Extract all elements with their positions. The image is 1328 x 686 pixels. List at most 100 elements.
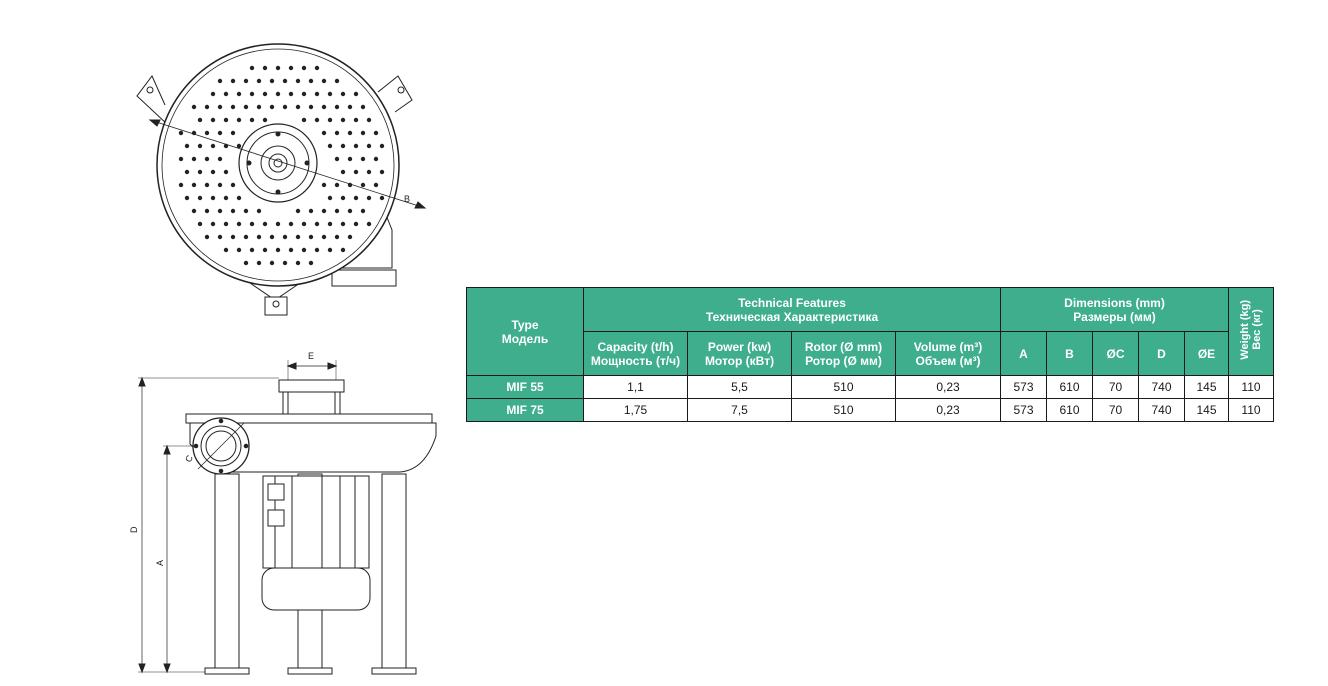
- perforation-hole: [204, 208, 210, 214]
- perforation-hole: [379, 143, 385, 149]
- perforation-hole: [204, 104, 210, 110]
- perforation-hole: [373, 130, 379, 136]
- perforation-hole: [269, 104, 275, 110]
- perforation-hole: [178, 156, 184, 162]
- dim-e-header: ØE: [1184, 331, 1229, 376]
- perforation-hole: [210, 117, 216, 123]
- perforation-hole: [308, 104, 314, 110]
- perforation-hole: [288, 247, 294, 253]
- dim-label-c: C: [183, 453, 195, 464]
- power-header: Power (kw)Мотор (кВт): [687, 331, 792, 376]
- dim-label-b: B: [404, 194, 410, 204]
- perforation-hole: [217, 182, 223, 188]
- rotor-cell: 510: [791, 375, 896, 399]
- perforation-hole: [210, 143, 216, 149]
- perforation-hole: [178, 182, 184, 188]
- power-cell: 7,5: [687, 398, 792, 422]
- perforation-hole: [334, 156, 340, 162]
- perforation-hole: [210, 169, 216, 175]
- perforation-hole: [288, 91, 294, 97]
- capacity-cell: 1,75: [583, 398, 688, 422]
- perforation-hole: [262, 91, 268, 97]
- perforation-hole: [340, 221, 346, 227]
- perforation-hole: [347, 182, 353, 188]
- perforation-hole: [321, 234, 327, 240]
- perforation-hole: [373, 156, 379, 162]
- perforation-hole: [262, 221, 268, 227]
- perforation-hole: [334, 78, 340, 84]
- model-cell: MIF 55: [466, 375, 584, 399]
- perforation-hole: [347, 234, 353, 240]
- perforation-hole: [249, 221, 255, 227]
- perforation-hole: [249, 65, 255, 71]
- dim-b-cell: 610: [1046, 375, 1093, 399]
- perforation-holes: [178, 65, 385, 266]
- perforation-hole: [360, 156, 366, 162]
- perforation-hole: [236, 221, 242, 227]
- perforation-hole: [314, 65, 320, 71]
- dim-d-cell: 740: [1138, 375, 1185, 399]
- perforation-hole: [334, 182, 340, 188]
- dim-c-cell: 70: [1092, 398, 1139, 422]
- perforation-hole: [314, 117, 320, 123]
- perforation-hole: [379, 169, 385, 175]
- perforation-hole: [243, 260, 249, 266]
- perforation-hole: [204, 156, 210, 162]
- perforation-hole: [197, 195, 203, 201]
- table-row: MIF 75 1,75 7,5 510 0,23 573 610 70 740 …: [466, 398, 1274, 422]
- perforation-hole: [262, 65, 268, 71]
- perforation-hole: [366, 221, 372, 227]
- spec-table: Type Модель Technical Features Техническ…: [466, 287, 1274, 422]
- perforation-hole: [295, 234, 301, 240]
- perforation-hole: [217, 208, 223, 214]
- perforation-hole: [236, 91, 242, 97]
- perforation-hole: [308, 234, 314, 240]
- perforation-hole: [210, 91, 216, 97]
- perforation-hole: [347, 104, 353, 110]
- perforation-hole: [321, 208, 327, 214]
- perforation-hole: [230, 78, 236, 84]
- top-view: [136, 43, 427, 316]
- dim-e-cell: 145: [1184, 398, 1229, 422]
- perforation-hole: [379, 195, 385, 201]
- perforation-hole: [230, 130, 236, 136]
- perforation-hole: [340, 143, 346, 149]
- perforation-hole: [217, 130, 223, 136]
- perforation-hole: [301, 91, 307, 97]
- perforation-hole: [197, 143, 203, 149]
- perforation-hole: [347, 156, 353, 162]
- perforation-hole: [308, 78, 314, 84]
- perforation-hole: [353, 195, 359, 201]
- perforation-hole: [262, 117, 268, 123]
- perforation-hole: [275, 247, 281, 253]
- perforation-hole: [249, 91, 255, 97]
- perforation-hole: [275, 221, 281, 227]
- perforation-hole: [230, 182, 236, 188]
- perforation-hole: [327, 195, 333, 201]
- perforation-hole: [269, 234, 275, 240]
- perforation-hole: [334, 130, 340, 136]
- perforation-hole: [191, 156, 197, 162]
- perforation-hole: [243, 234, 249, 240]
- perforation-hole: [301, 117, 307, 123]
- perforation-hole: [353, 91, 359, 97]
- perforation-hole: [275, 91, 281, 97]
- perforation-hole: [256, 78, 262, 84]
- perforation-hole: [269, 78, 275, 84]
- perforation-hole: [210, 195, 216, 201]
- perforation-hole: [360, 130, 366, 136]
- perforation-hole: [340, 91, 346, 97]
- perforation-hole: [243, 208, 249, 214]
- perforation-hole: [360, 104, 366, 110]
- perforation-hole: [191, 104, 197, 110]
- perforation-hole: [282, 234, 288, 240]
- perforation-hole: [223, 143, 229, 149]
- dim-c-header: ØC: [1092, 331, 1139, 376]
- rotor-header: Rotor (Ø mm)Ротор (Ø мм): [791, 331, 896, 376]
- perforation-hole: [321, 130, 327, 136]
- perforation-hole: [314, 221, 320, 227]
- perforation-hole: [340, 195, 346, 201]
- dim-b-cell: 610: [1046, 398, 1093, 422]
- perforation-hole: [295, 260, 301, 266]
- perforation-hole: [288, 65, 294, 71]
